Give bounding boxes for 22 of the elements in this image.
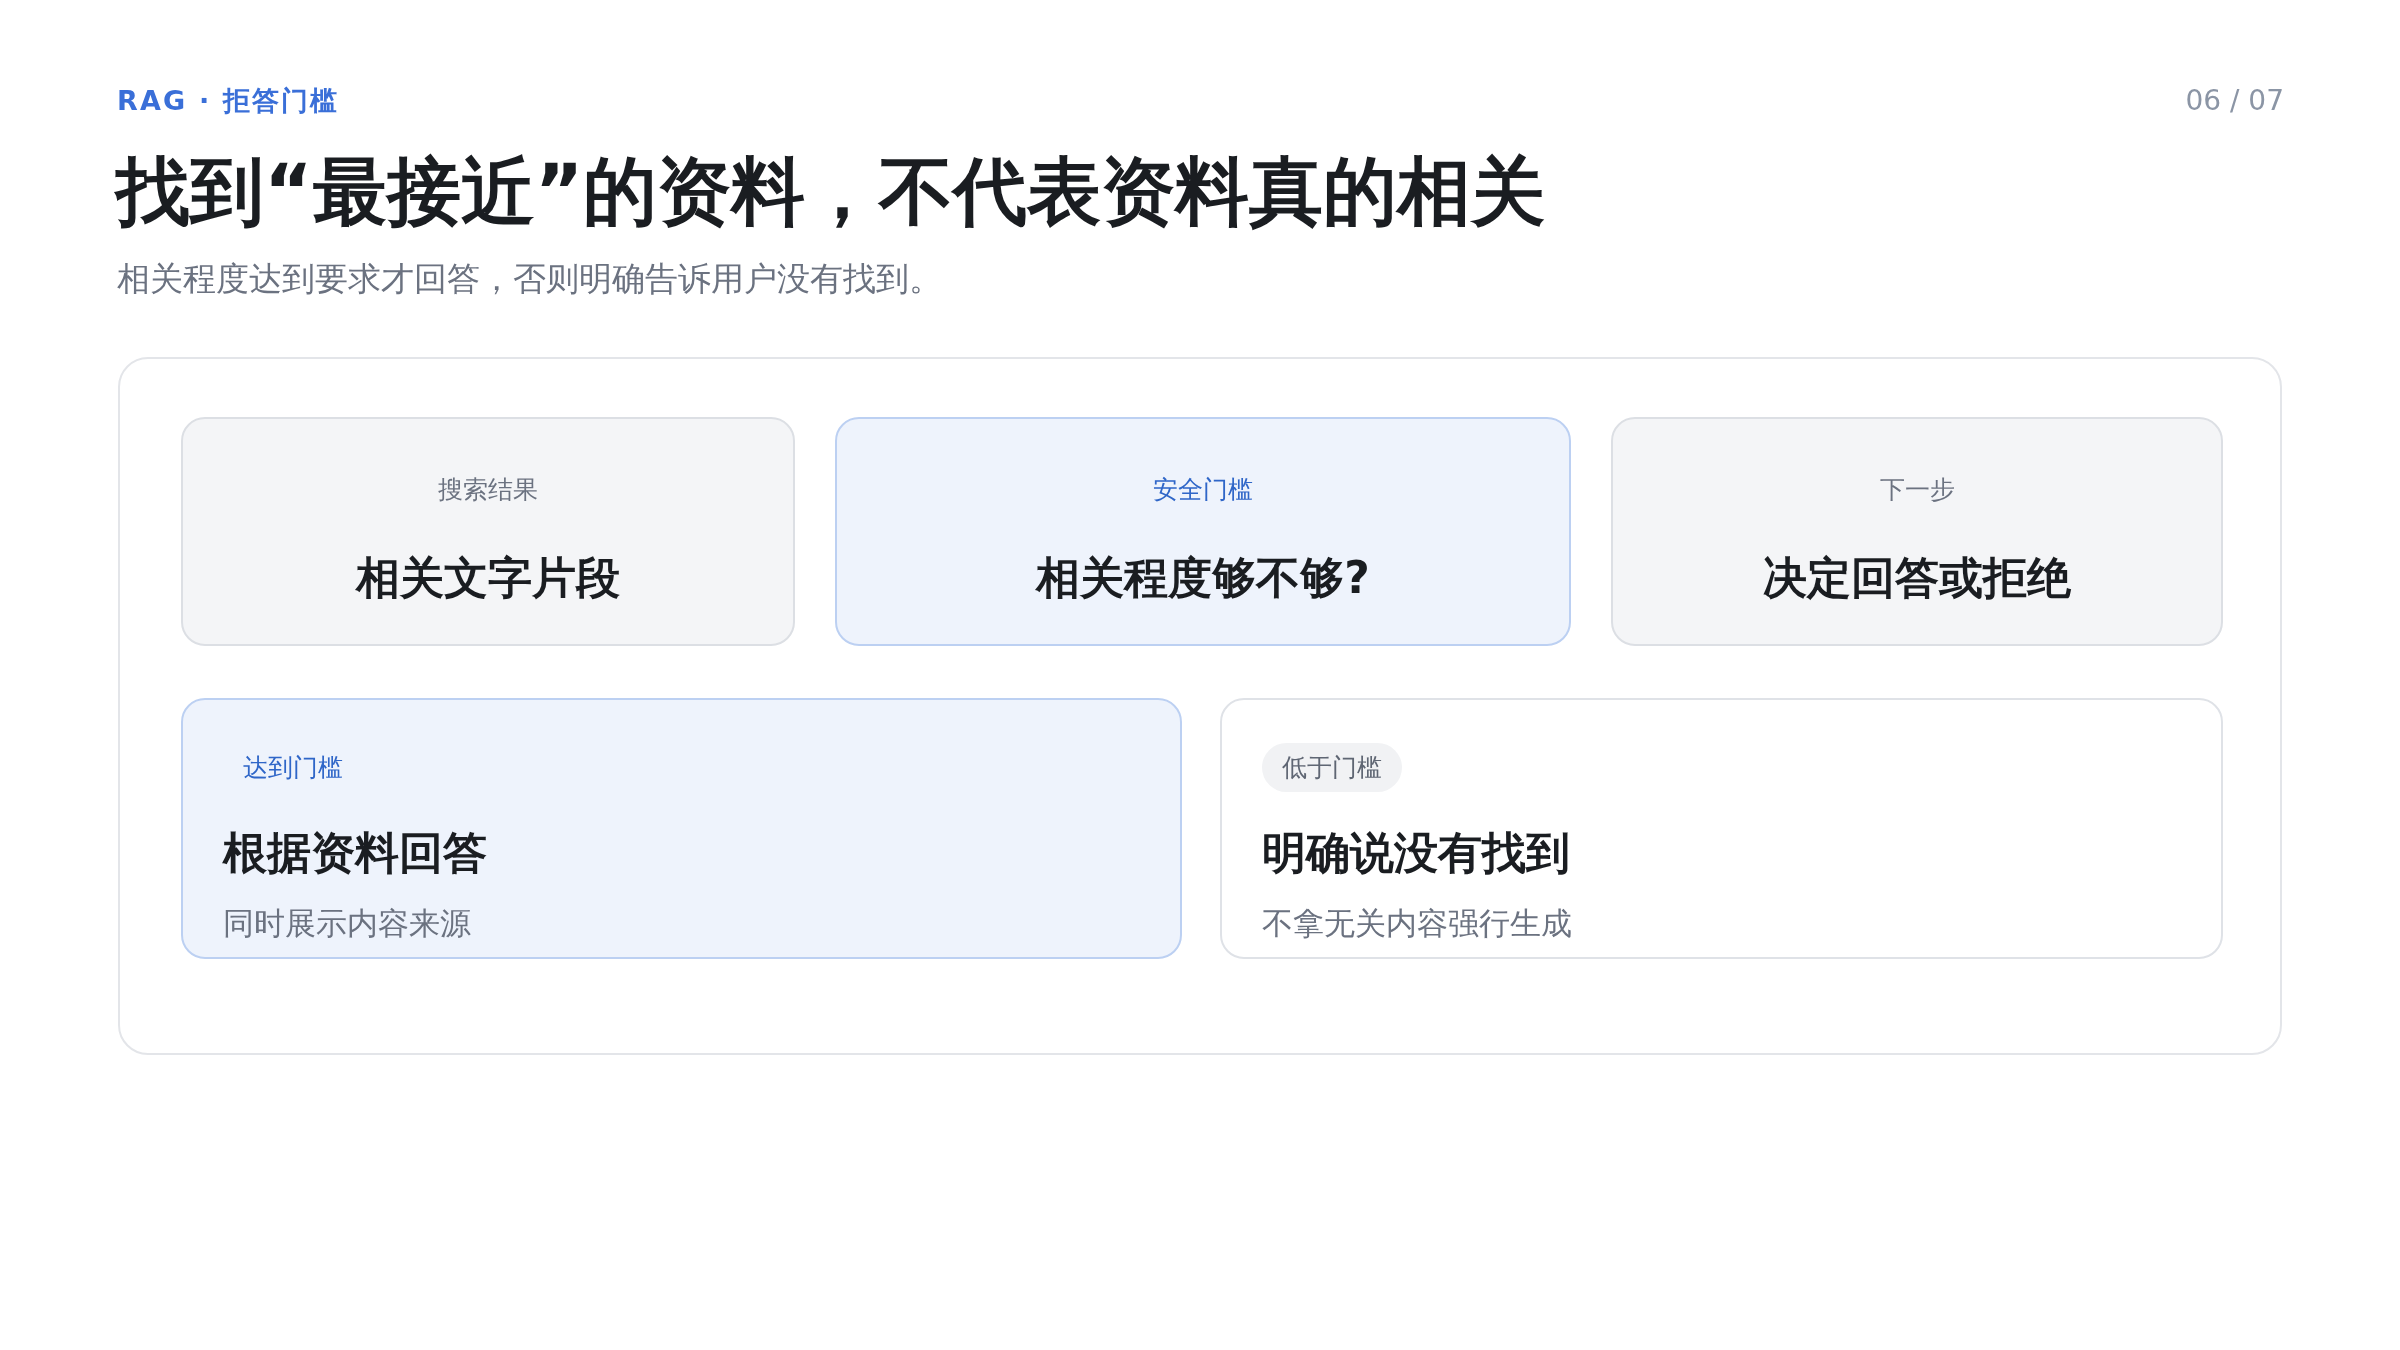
outcome-card bbox=[181, 698, 1182, 959]
card-title: 相关程度够不够? bbox=[1036, 551, 1370, 604]
status-label: 达到门槛 bbox=[243, 752, 343, 784]
card-title: 决定回答或拒绝 bbox=[1763, 551, 2071, 604]
card-label: 搜索结果 bbox=[438, 474, 538, 506]
content-panel bbox=[118, 357, 2282, 1055]
card-label: 安全门槛 bbox=[1153, 474, 1253, 506]
card-title: 明确说没有找到 bbox=[1262, 826, 1570, 879]
section-label: RAG · 拒答门槛 bbox=[117, 84, 340, 118]
info-card bbox=[181, 417, 795, 646]
card-title: 根据资料回答 bbox=[223, 826, 487, 879]
card-label: 下一步 bbox=[1879, 474, 1955, 506]
info-card bbox=[1611, 417, 2223, 646]
outcome-card bbox=[1220, 698, 2223, 959]
card-description: 不拿无关内容强行生成 bbox=[1262, 904, 1572, 943]
page-title: 找到“最接近”的资料，不代表资料真的相关 bbox=[116, 147, 1546, 236]
card-description: 同时展示内容来源 bbox=[223, 904, 471, 943]
highlighted-card bbox=[835, 417, 1571, 646]
card-title: 相关文字片段 bbox=[356, 551, 620, 604]
status-pill: 低于门槛 bbox=[1262, 743, 1402, 792]
subtitle: 相关程度达到要求才回答，否则明确告诉用户没有找到。 bbox=[117, 258, 942, 300]
page-number: 06 / 07 bbox=[2185, 84, 2284, 118]
